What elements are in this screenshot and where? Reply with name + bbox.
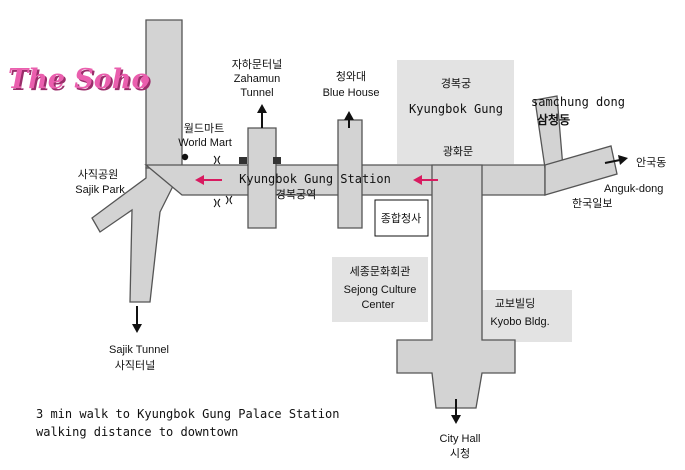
station-direction-arrow-icon <box>195 175 438 185</box>
sejong-center-area <box>332 257 428 322</box>
label-sejong-kr: 세종문화회관 <box>350 265 411 278</box>
note-downtown: walking distance to downtown <box>36 425 238 439</box>
label-kyobo-en: Kyobo Bldg. <box>490 316 549 328</box>
label-govcomplex-kr: 종합청사 <box>381 212 421 225</box>
brand-logo-shadow: The Soho <box>10 66 151 97</box>
brand-logo: The Soho <box>8 64 149 95</box>
gov-complex-block <box>374 199 429 237</box>
road-anguk <box>544 145 618 196</box>
label-samchung-en: samchung dong <box>531 95 625 109</box>
label-station-en: Kyungbok Gung Station <box>239 172 391 186</box>
label-bluehouse-kr: 청와대 <box>336 70 366 83</box>
kyobo-building-area <box>481 290 572 342</box>
label-cityhall-kr: 시청 <box>450 447 470 460</box>
label-sajiktunnel-en: Sajik Tunnel <box>109 344 169 356</box>
label-anguk-en: Anguk-dong <box>604 183 663 195</box>
label-kyobo-kr: 교보빌딩 <box>495 297 535 310</box>
brand-logo-dot <box>141 76 149 84</box>
note-walk-time: 3 min walk to Kyungbok Gung Palace Stati… <box>36 407 339 421</box>
exit-arrow-icon <box>132 104 628 424</box>
station-exit-marker <box>273 157 281 164</box>
label-sajikpark-kr: 사직공원 <box>78 168 118 181</box>
gyeongbok-palace-area <box>397 60 514 164</box>
road-sajik-tunnel <box>91 167 184 303</box>
label-worldmart-en: World Mart <box>178 137 232 149</box>
station-exit-marker <box>239 157 247 164</box>
label-bluehouse-en: Blue House <box>323 87 380 99</box>
label-gwanghwamun-kr: 광화문 <box>443 145 473 158</box>
label-station-kr: 경복궁역 <box>276 188 316 201</box>
label-gyeongbok-kr: 경복궁 <box>441 77 471 90</box>
label-zahamun-en1: Zahamun <box>234 73 280 85</box>
label-sejong-en1: Sejong Culture <box>344 284 417 296</box>
road-sejong-ro <box>396 164 516 409</box>
label-samchung-kr: 삼청동 <box>537 112 570 127</box>
world-mart-dot-icon <box>181 153 189 161</box>
label-worldmart-kr: 월드마트 <box>184 122 224 135</box>
label-sejong-en2: Center <box>361 299 394 311</box>
road-network <box>91 19 618 409</box>
label-sajiktunnel-kr: 사직터널 <box>115 359 155 372</box>
road-zahamun <box>247 127 277 229</box>
label-gyeongbok-en: Kyungbok Gung <box>409 102 503 116</box>
label-anguk-kr: 안국동 <box>636 156 666 169</box>
tunnel-mark-icon <box>213 155 233 208</box>
label-sajikpark-en: Sajik Park <box>75 184 125 196</box>
label-cityhall-en: City Hall <box>440 433 481 445</box>
label-zahamun-en2: Tunnel <box>240 87 273 99</box>
label-hankook-kr: 한국일보 <box>572 196 612 210</box>
label-zahamun-kr: 자하문터널 <box>232 57 283 71</box>
